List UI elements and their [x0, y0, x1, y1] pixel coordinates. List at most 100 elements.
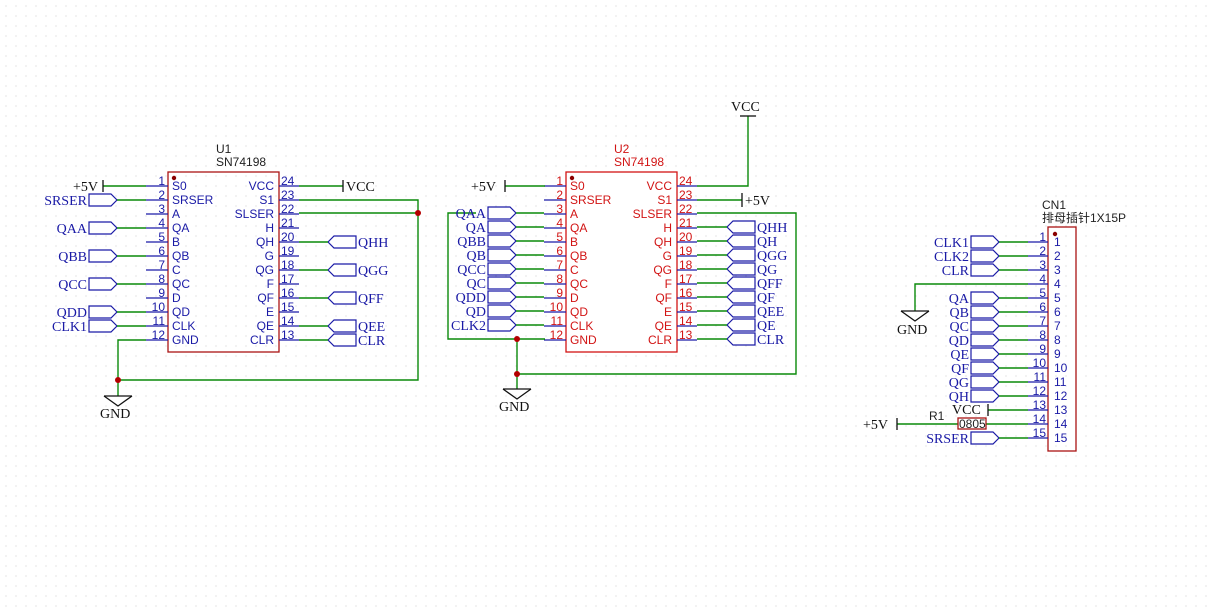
u1-flag-qhh[interactable]: QHH	[327, 235, 388, 251]
u1-pin-name: S1	[259, 193, 274, 207]
cn1-pin-name: 13	[1054, 403, 1068, 417]
u2-flag-qcc[interactable]: QCC	[457, 262, 517, 278]
u1-flag-qcc[interactable]: QCC	[58, 277, 118, 293]
cn1-flag-qa[interactable]: QA	[949, 291, 1000, 307]
cn1-flag-qf-shape	[970, 361, 1000, 375]
u1-pin-number: 4	[158, 216, 165, 230]
u1-pin-name: C	[172, 263, 181, 277]
u2-flag-qff[interactable]: QFF	[726, 276, 783, 292]
u1-junction-gnd	[115, 377, 121, 383]
u2-flag-qcc-shape	[487, 262, 517, 276]
u2-flag-qhh-label: QHH	[757, 221, 787, 236]
cn1-flag-qh[interactable]: QH	[949, 389, 1000, 405]
u1-pin-number: 16	[281, 286, 295, 300]
u1-pin-number: 18	[281, 258, 295, 272]
cn1-flag-qf[interactable]: QF	[951, 361, 1000, 377]
u2-pin-number: 5	[556, 230, 563, 244]
cn1-pin-number: 12	[1033, 384, 1047, 398]
u2-flag-qe[interactable]: QE	[726, 318, 776, 334]
u1-flag-srser[interactable]: SRSER	[44, 193, 118, 209]
u1-flag-qaa[interactable]: QAA	[57, 221, 118, 237]
cn1-flag-qe-shape	[970, 347, 1000, 361]
u1-flag-clr-label: CLR	[358, 334, 386, 349]
cn1-flag-qe[interactable]: QE	[950, 347, 1000, 363]
u1-flag-qff-shape	[327, 291, 357, 305]
u2-flag-qdd[interactable]: QDD	[456, 290, 517, 306]
u2-pin-number: 21	[679, 216, 693, 230]
cn1-flag-clk1-shape	[970, 235, 1000, 249]
cn1-flag-clr[interactable]: CLR	[942, 263, 1000, 279]
cn1-flag-qd[interactable]: QD	[949, 333, 1000, 349]
u1-flag-qee-shape	[327, 319, 357, 333]
u2-flag-qd-label: QD	[466, 305, 486, 320]
r1-resistor[interactable]: R1 0805	[929, 409, 987, 431]
u1-flag-qbb[interactable]: QBB	[58, 249, 118, 265]
cn1-flag-srser-shape	[970, 431, 1000, 445]
u1-pin-number: 19	[281, 244, 295, 258]
u1-pin-number: 7	[158, 258, 165, 272]
u1-flag-qff-label: QFF	[358, 292, 384, 307]
u2-flag-qgg[interactable]: QGG	[726, 248, 787, 264]
u2-pin-number: 6	[556, 244, 563, 258]
u1-flag-clk1[interactable]: CLK1	[52, 319, 118, 335]
cn1-flag-qc-shape	[970, 319, 1000, 333]
u2-flag-qh-shape	[726, 234, 756, 248]
cn1-pin-number: 2	[1039, 244, 1046, 258]
u2-flag-qc[interactable]: QC	[467, 276, 517, 292]
u1-pin-number: 20	[281, 230, 295, 244]
u2-flag-qgg-shape	[726, 248, 756, 262]
u2-flag-qb-shape	[487, 248, 517, 262]
u2-flag-qa[interactable]: QA	[466, 220, 517, 236]
cn1-flag-qc[interactable]: QC	[950, 319, 1000, 335]
u1-pin-name: QB	[172, 249, 189, 263]
cn1-flag-clk1[interactable]: CLK1	[934, 235, 1000, 251]
u1-pin-number: 15	[281, 300, 295, 314]
u2-flag-clr-label: CLR	[757, 333, 785, 348]
u2-flag-qhh[interactable]: QHH	[726, 220, 787, 236]
u1-wiring: +5V VCC GND	[73, 180, 421, 422]
cn1-flag-srser[interactable]: SRSER	[926, 431, 1000, 447]
u2-flag-clr[interactable]: CLR	[726, 332, 785, 348]
u1-flag-qee[interactable]: QEE	[327, 319, 385, 335]
cn1-flag-qa-shape	[970, 291, 1000, 305]
cn1-pin-name: 4	[1054, 277, 1061, 291]
u1-flag-clr[interactable]: CLR	[327, 333, 386, 349]
u2-flag-qg[interactable]: QG	[726, 262, 777, 278]
cn1-pin-number: 8	[1039, 328, 1046, 342]
u1-body	[167, 171, 280, 353]
u1-flag-qff[interactable]: QFF	[327, 291, 384, 307]
u2-flag-qaa[interactable]: QAA	[456, 206, 517, 222]
u2-pin-name: QB	[570, 249, 587, 263]
u1-flag-qdd[interactable]: QDD	[57, 305, 118, 321]
cn1-flag-qg[interactable]: QG	[949, 375, 1000, 391]
u2-flag-qee[interactable]: QEE	[726, 304, 784, 320]
u2-flag-qdd-shape	[487, 290, 517, 304]
u1-flag-qgg[interactable]: QGG	[327, 263, 388, 279]
u1-flag-qdd-label: QDD	[57, 306, 87, 321]
cn1-flag-qb[interactable]: QB	[950, 305, 1000, 321]
cn1-pin-name: 11	[1054, 375, 1067, 389]
u1-loop-wire	[117, 213, 419, 381]
cn1-pin-name: 5	[1054, 291, 1061, 305]
u1-pin-name: E	[266, 305, 274, 319]
cn1-pin-number: 15	[1033, 426, 1047, 440]
u2-flag-qbb[interactable]: QBB	[457, 234, 517, 250]
u2-flag-qb[interactable]: QB	[467, 248, 517, 264]
cn1-flag-clk2[interactable]: CLK2	[934, 249, 1000, 265]
u1-flag-qbb-label: QBB	[58, 250, 87, 265]
u2-flag-qf[interactable]: QF	[726, 290, 775, 306]
u1-pin-number: 24	[281, 174, 295, 188]
u2-flag-clk2[interactable]: CLK2	[451, 318, 517, 334]
u2-flag-qc-label: QC	[467, 277, 486, 292]
cn1-flag-qe-label: QE	[950, 348, 969, 363]
u2-flag-qd[interactable]: QD	[466, 304, 517, 320]
cn1-flag-clk2-shape	[970, 249, 1000, 263]
u2-flag-qh[interactable]: QH	[726, 234, 777, 250]
u2-pin1-marker	[569, 175, 575, 181]
